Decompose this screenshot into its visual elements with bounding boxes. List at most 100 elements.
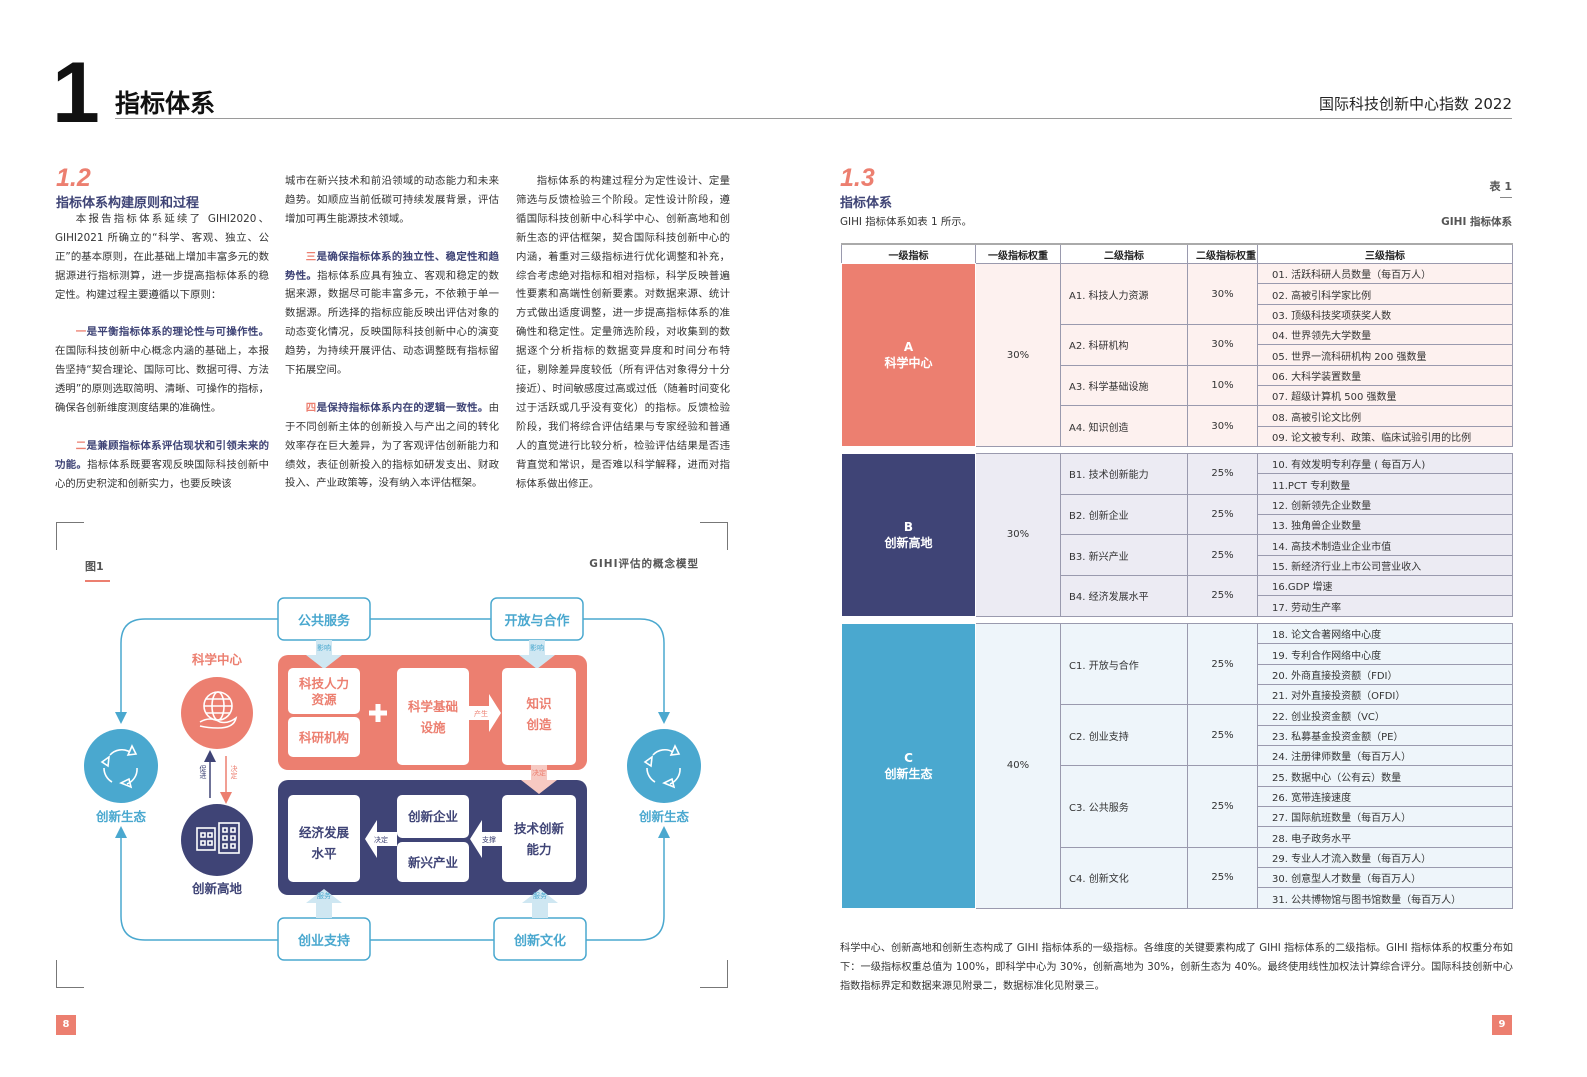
influence-arrows bbox=[306, 640, 558, 918]
knowledge-box: 知识创造 bbox=[502, 668, 576, 765]
level1-weight: 30% bbox=[975, 453, 1061, 617]
svg-text:创业支持: 创业支持 bbox=[297, 933, 350, 949]
svg-text:决定: 决定 bbox=[230, 764, 238, 780]
frame-corner bbox=[56, 960, 84, 988]
level3-indicator: 11.PCT 专利数量 bbox=[1257, 473, 1513, 495]
svg-text:知识: 知识 bbox=[525, 696, 552, 711]
tech-capability-box: 技术创新能力 bbox=[502, 795, 576, 882]
lead-ordinal: 一 bbox=[75, 326, 87, 339]
level2-weight: 25% bbox=[1187, 534, 1258, 577]
paragraph: 二是兼顾指标体系评估现状和引领未来的功能。指标体系既要客观反映国际科技创新中心的… bbox=[55, 437, 269, 494]
level2-weight: 30% bbox=[1187, 324, 1258, 366]
level2-weight: 25% bbox=[1187, 575, 1258, 617]
paragraph: 城市在新兴技术和前沿领域的动态能力和未来趋势。如顺应当前低碳可持续发展背景，评估… bbox=[285, 172, 499, 229]
level3-indicator: 28. 电子政务水平 bbox=[1257, 826, 1513, 848]
report-title: 国际科技创新中心指数 2022 bbox=[1319, 95, 1512, 113]
talent-box: 科技人力资源 bbox=[288, 668, 360, 714]
section-title: 指标体系构建原则和过程 bbox=[56, 196, 200, 211]
lead-ordinal: 三 bbox=[305, 250, 317, 263]
level3-indicator: 26. 宽带连接速度 bbox=[1257, 785, 1513, 808]
level1-name: 创新高地 bbox=[884, 535, 933, 550]
chapter-title: 指标体系 bbox=[115, 89, 216, 118]
level3-indicator: 19. 专利合作网络中心度 bbox=[1257, 643, 1513, 665]
svg-text:产生: 产生 bbox=[474, 709, 488, 718]
level3-indicator: 07. 超级计算机 500 强数量 bbox=[1257, 385, 1513, 407]
svg-text:创新企业: 创新企业 bbox=[407, 809, 459, 824]
ecosystem-left: 创新生态 bbox=[84, 729, 158, 824]
level3-indicator: 05. 世界一流科研机构 200 强数量 bbox=[1257, 344, 1513, 366]
recycle-icon bbox=[643, 744, 681, 789]
level2-weight: 30% bbox=[1187, 262, 1258, 326]
innovation-highland-circle bbox=[181, 804, 253, 876]
decide-arrow bbox=[521, 765, 557, 794]
paragraph-lead: 一是平衡指标体系的理论性与可操作性。 bbox=[76, 326, 269, 338]
lead-text: 是保持指标体系内在的逻辑一致性。 bbox=[316, 401, 489, 414]
chapter-number: 1 bbox=[52, 45, 100, 141]
level2-name: B3. 新兴产业 bbox=[1060, 534, 1188, 577]
section-number: 1.3 bbox=[840, 164, 875, 192]
paragraph-text: 指标体系既要客观反映国际科技创新中心的历史积淀和创新实力，也要反映该 bbox=[55, 458, 270, 490]
recycle-icon bbox=[100, 744, 138, 789]
column-header: 二级指标 bbox=[1060, 242, 1188, 265]
concept-model-diagram: 公共服务 开放与合作 创业支持 创新文化 影响 影响 服务 服务 决定 科技人力… bbox=[84, 597, 701, 961]
svg-text:决定: 决定 bbox=[532, 768, 546, 777]
page-number-left: 8 bbox=[56, 1015, 76, 1035]
innovation-culture-box: 创新文化 bbox=[493, 917, 587, 961]
lead-text: 是平衡指标体系的理论性与可操作性。 bbox=[86, 326, 270, 339]
level3-indicator: 13. 独角兽企业数量 bbox=[1257, 514, 1513, 536]
svg-text:促进: 促进 bbox=[199, 764, 207, 780]
svg-text:影响: 影响 bbox=[530, 643, 544, 652]
table-label-underline bbox=[1500, 197, 1512, 198]
level2-name: A4. 知识创造 bbox=[1060, 405, 1188, 448]
level3-indicator: 14. 高技术制造业企业市值 bbox=[1257, 534, 1513, 556]
level1-weight: 30% bbox=[975, 262, 1061, 448]
figure-label: 图1 bbox=[85, 560, 104, 573]
svg-text:设施: 设施 bbox=[420, 720, 446, 735]
level3-indicator: 04. 世界领先大学数量 bbox=[1257, 324, 1513, 346]
decide-left-arrow bbox=[365, 820, 397, 858]
level1-code: C bbox=[904, 750, 913, 765]
table-label: 表 1 bbox=[1489, 180, 1512, 193]
startup-support-box: 创业支持 bbox=[277, 917, 371, 961]
level2-weight: 25% bbox=[1187, 453, 1258, 495]
level1-code: A bbox=[903, 340, 914, 355]
svg-text:能力: 能力 bbox=[526, 842, 551, 857]
level2-name: C2. 创业支持 bbox=[1060, 704, 1188, 767]
level3-indicator: 16.GDP 增速 bbox=[1257, 575, 1513, 597]
produce-arrow bbox=[469, 694, 501, 732]
text-column-2: 城市在新兴技术和前沿领域的动态能力和未来趋势。如顺应当前低碳可持续发展背景，评估… bbox=[285, 172, 499, 512]
level3-indicator: 27. 国际航班数量（每百万人） bbox=[1257, 806, 1513, 828]
globe-hand-icon bbox=[199, 691, 238, 729]
text-column-1: 本报告指标体系延续了 GIHI2020、GIHI2021 所确立的“科学、客观、… bbox=[55, 210, 269, 512]
level2-weight: 10% bbox=[1187, 364, 1258, 407]
level3-indicator: 31. 公共博物馆与图书馆数量（每百万人） bbox=[1257, 887, 1513, 909]
level3-indicator: 21. 对外直接投资额（OFDI） bbox=[1257, 684, 1513, 706]
level3-indicator: 03. 顶级科技奖项获奖人数 bbox=[1257, 303, 1513, 326]
frame-corner bbox=[700, 960, 728, 988]
level2-name: C1. 开放与合作 bbox=[1060, 622, 1188, 706]
level2-name: B2. 创新企业 bbox=[1060, 493, 1188, 536]
column-header: 二级指标权重 bbox=[1187, 242, 1258, 265]
level2-weight: 25% bbox=[1187, 765, 1258, 848]
level3-indicator: 10. 有效发明专利存量 ( 每百万人) bbox=[1257, 452, 1513, 475]
summary-paragraph: 科学中心、创新高地和创新生态构成了 GIHI 指标体系的一级指标。各维度的关键要… bbox=[840, 943, 1513, 992]
svg-text:影响: 影响 bbox=[317, 643, 331, 652]
level2-name: A2. 科研机构 bbox=[1060, 324, 1188, 366]
level3-indicator: 09. 论文被专利、政策、临床试验引用的比例 bbox=[1257, 425, 1513, 448]
level2-weight: 25% bbox=[1187, 622, 1258, 706]
table-title: GIHI 指标体系 bbox=[1441, 216, 1512, 228]
lead-ordinal: 二 bbox=[75, 439, 87, 452]
level3-indicator: 01. 活跃科研人员数量（每百万人） bbox=[1257, 262, 1513, 285]
level3-indicator: 25. 数据中心（公有云）数量 bbox=[1257, 765, 1513, 787]
svg-text:支撑: 支撑 bbox=[482, 835, 496, 844]
infrastructure-box: 科学基础设施 bbox=[397, 668, 469, 765]
svg-text:资源: 资源 bbox=[311, 692, 337, 707]
public-service-box: 公共服务 bbox=[277, 597, 371, 641]
index-table-header: 一级指标一级指标权重二级指标二级指标权重三级指标 bbox=[841, 242, 1513, 265]
level1-weight: 40% bbox=[975, 623, 1061, 909]
column-header: 一级指标 bbox=[841, 242, 976, 265]
